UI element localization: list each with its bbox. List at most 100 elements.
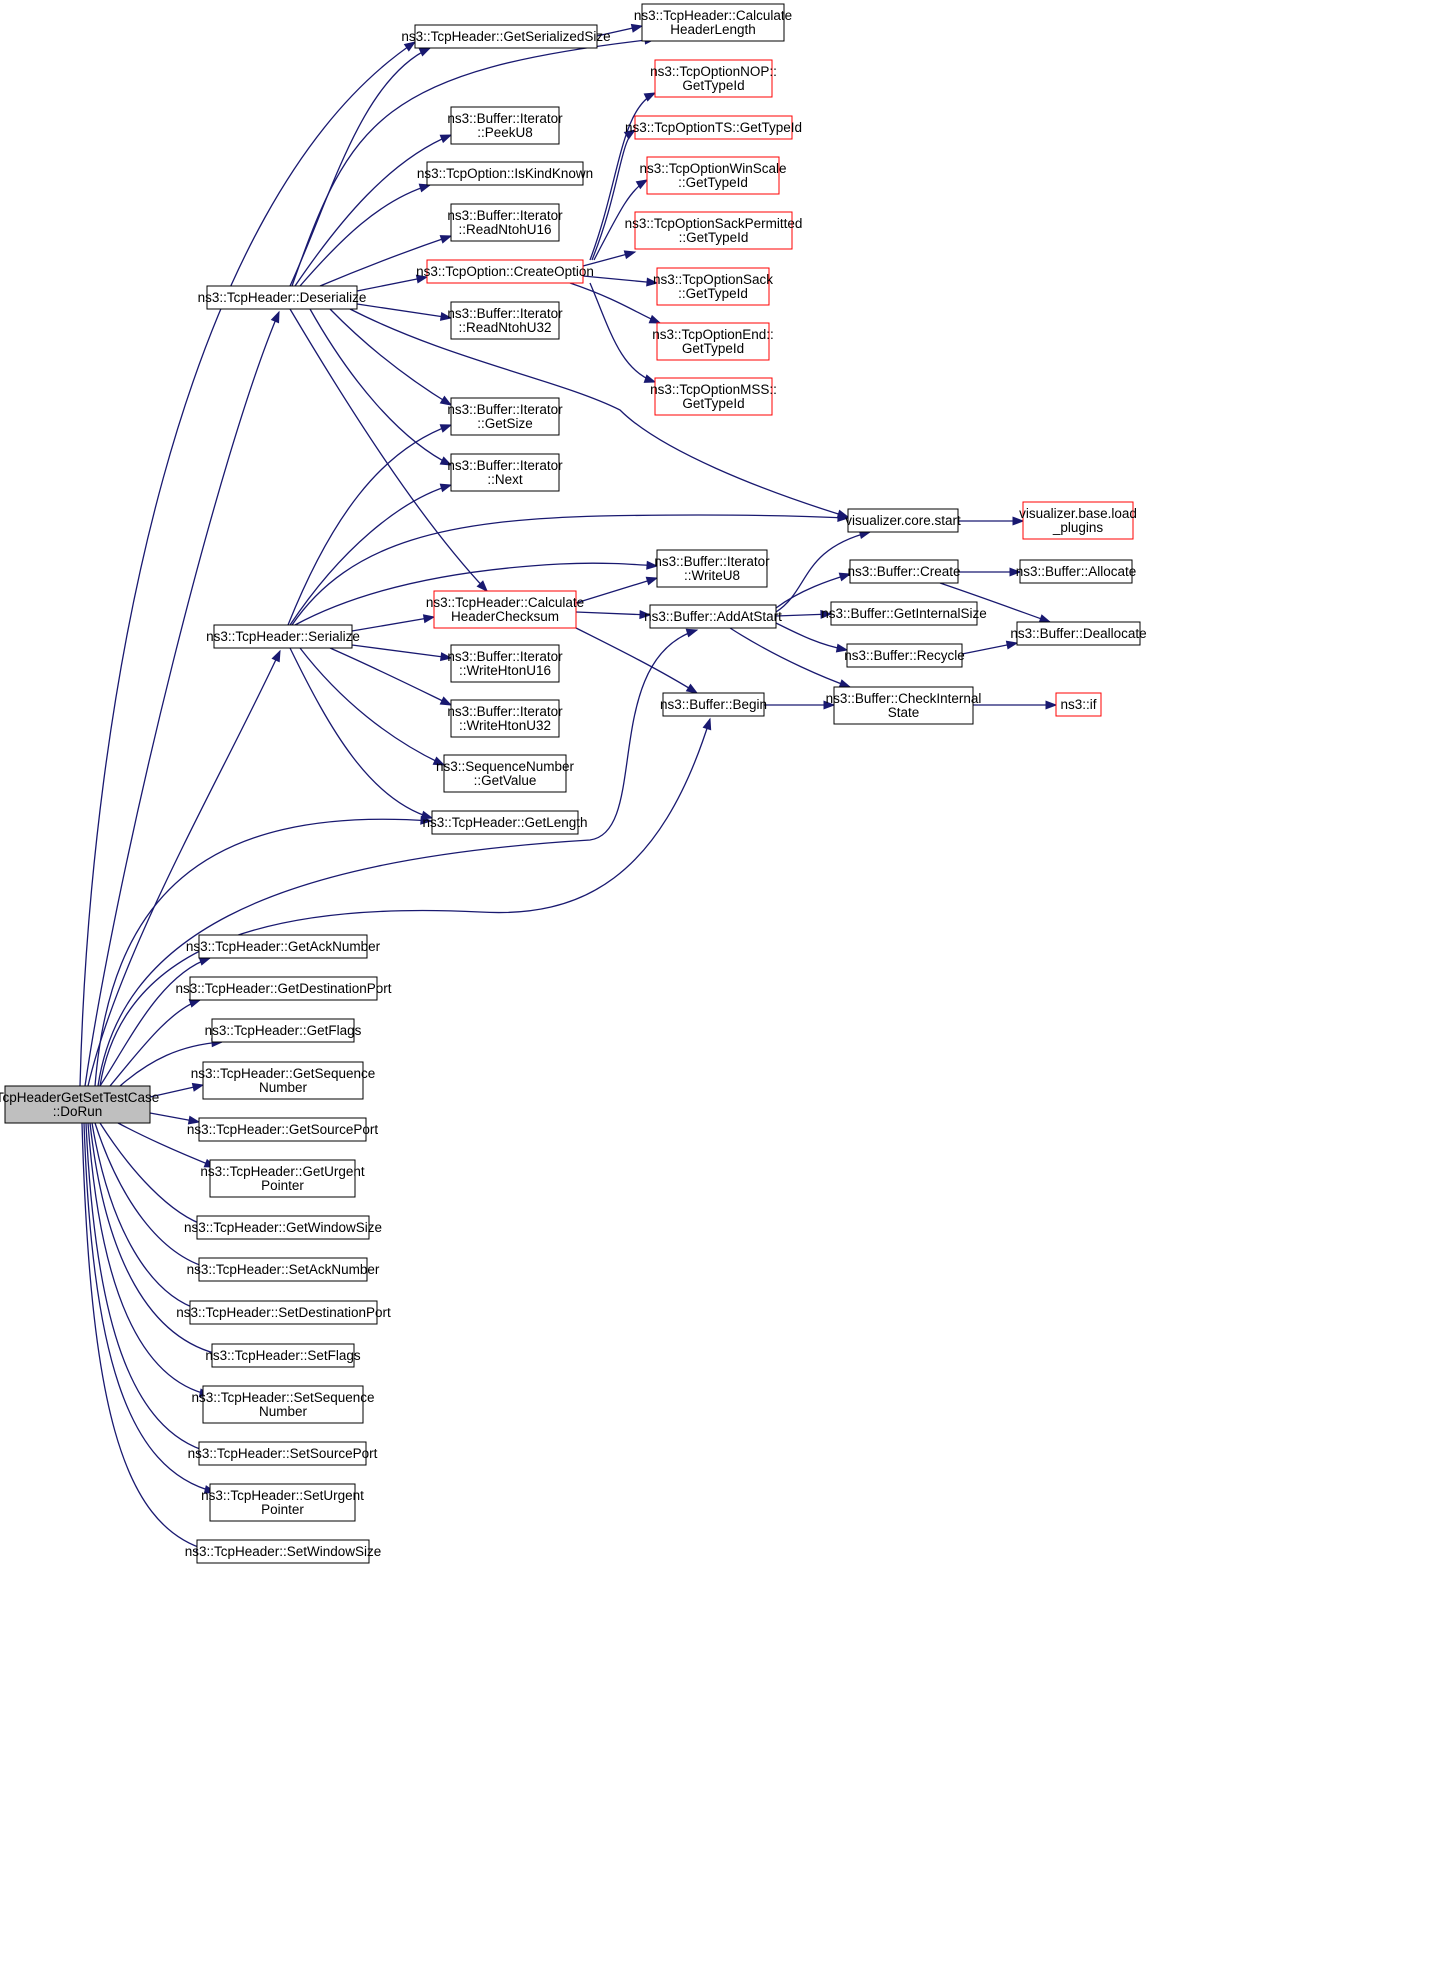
node-writeHtonU16[interactable]: ns3::Buffer::Iterator::WriteHtonU16 bbox=[447, 644, 563, 683]
node-box[interactable] bbox=[450, 397, 560, 436]
node-readNtohU16[interactable]: ns3::Buffer::Iterator::ReadNtohU16 bbox=[447, 203, 563, 242]
node-getSourcePort[interactable]: ns3::TcpHeader::GetSourcePort bbox=[187, 1117, 379, 1142]
node-endTypeId[interactable]: ns3::TcpOptionEnd::GetTypeId bbox=[652, 322, 774, 361]
node-box[interactable] bbox=[646, 156, 780, 195]
node-box[interactable] bbox=[1055, 692, 1102, 717]
node-box[interactable] bbox=[656, 267, 770, 306]
node-writeHtonU32[interactable]: ns3::Buffer::Iterator::WriteHtonU32 bbox=[447, 699, 563, 738]
node-box[interactable] bbox=[641, 3, 785, 42]
node-box[interactable] bbox=[654, 377, 773, 416]
node-box[interactable] bbox=[213, 624, 353, 649]
node-box[interactable] bbox=[426, 259, 584, 284]
node-box[interactable] bbox=[1022, 501, 1134, 540]
node-isKindKnown[interactable]: ns3::TcpOption::IsKindKnown bbox=[417, 161, 593, 186]
node-box[interactable] bbox=[189, 1300, 378, 1325]
node-box[interactable] bbox=[450, 203, 560, 242]
node-deallocate[interactable]: ns3::Buffer::Deallocate bbox=[1010, 621, 1147, 646]
node-setSourcePort[interactable]: ns3::TcpHeader::SetSourcePort bbox=[188, 1441, 378, 1466]
node-readNtohU32[interactable]: ns3::Buffer::Iterator::ReadNtohU32 bbox=[447, 301, 563, 340]
node-winScaleTypeId[interactable]: ns3::TcpOptionWinScale::GetTypeId bbox=[639, 156, 787, 195]
node-box[interactable] bbox=[634, 115, 793, 140]
node-box[interactable] bbox=[433, 590, 577, 629]
node-serialize[interactable]: ns3::TcpHeader::Serialize bbox=[206, 624, 360, 649]
node-getLength[interactable]: ns3::TcpHeader::GetLength bbox=[422, 810, 588, 835]
node-begin[interactable]: ns3::Buffer::Begin bbox=[660, 692, 767, 717]
node-deserialize[interactable]: ns3::TcpHeader::Deserialize bbox=[198, 285, 367, 310]
node-box[interactable] bbox=[450, 301, 560, 340]
node-sackTypeId[interactable]: ns3::TcpOptionSack::GetTypeId bbox=[653, 267, 773, 306]
node-box[interactable] bbox=[198, 934, 368, 959]
node-box[interactable] bbox=[634, 211, 793, 250]
node-vizLoadPlugins[interactable]: visualizer.base.load_plugins bbox=[1019, 501, 1137, 540]
node-root[interactable]: TcpHeaderGetSetTestCase::DoRun bbox=[0, 1085, 159, 1124]
node-getDestPort[interactable]: ns3::TcpHeader::GetDestinationPort bbox=[175, 976, 392, 1001]
node-box[interactable] bbox=[196, 1215, 370, 1240]
node-getSize[interactable]: ns3::Buffer::Iterator::GetSize bbox=[447, 397, 563, 436]
node-box[interactable] bbox=[847, 508, 959, 533]
node-box[interactable] bbox=[209, 1159, 356, 1198]
node-addAtStart[interactable]: ns3::Buffer::AddAtStart bbox=[644, 604, 782, 629]
node-box[interactable] bbox=[830, 601, 978, 626]
node-recycle[interactable]: ns3::Buffer::Recycle bbox=[844, 643, 965, 668]
node-setFlags[interactable]: ns3::TcpHeader::SetFlags bbox=[205, 1343, 361, 1368]
node-box[interactable] bbox=[846, 643, 963, 668]
node-box[interactable] bbox=[450, 106, 560, 145]
node-sackPermTypeId[interactable]: ns3::TcpOptionSackPermitted::GetTypeId bbox=[625, 211, 803, 250]
node-box[interactable] bbox=[662, 692, 765, 717]
node-vizStart[interactable]: visualizer.core.start bbox=[845, 508, 961, 533]
node-box[interactable] bbox=[198, 1257, 368, 1282]
node-box[interactable] bbox=[654, 59, 773, 98]
node-getInternalSize[interactable]: ns3::Buffer::GetInternalSize bbox=[821, 601, 987, 626]
node-box[interactable] bbox=[206, 285, 358, 310]
node-box[interactable] bbox=[202, 1061, 364, 1100]
node-tsTypeId[interactable]: ns3::TcpOptionTS::GetTypeId bbox=[625, 115, 802, 140]
node-createOption[interactable]: ns3::TcpOption::CreateOption bbox=[416, 259, 594, 284]
node-box[interactable] bbox=[450, 453, 560, 492]
node-seqGetValue[interactable]: ns3::SequenceNumber::GetValue bbox=[436, 754, 575, 793]
node-box[interactable] bbox=[443, 754, 567, 793]
node-box[interactable] bbox=[450, 644, 560, 683]
node-nsIf[interactable]: ns3::if bbox=[1055, 692, 1102, 717]
node-box[interactable] bbox=[1016, 621, 1141, 646]
node-box[interactable] bbox=[211, 1343, 355, 1368]
node-setDestPort[interactable]: ns3::TcpHeader::SetDestinationPort bbox=[176, 1300, 391, 1325]
node-writeU8[interactable]: ns3::Buffer::Iterator::WriteU8 bbox=[654, 549, 770, 588]
node-box[interactable] bbox=[198, 1441, 367, 1466]
node-box[interactable] bbox=[414, 24, 598, 49]
node-next[interactable]: ns3::Buffer::Iterator::Next bbox=[447, 453, 563, 492]
node-box[interactable] bbox=[426, 161, 584, 186]
node-box[interactable] bbox=[211, 1018, 355, 1043]
node-box[interactable] bbox=[431, 810, 579, 835]
node-box[interactable] bbox=[202, 1385, 364, 1424]
node-box[interactable] bbox=[649, 604, 777, 629]
node-getAckNumber[interactable]: ns3::TcpHeader::GetAckNumber bbox=[186, 934, 381, 959]
node-bufAllocate[interactable]: ns3::Buffer::Allocate bbox=[1016, 559, 1137, 584]
node-box[interactable] bbox=[656, 549, 768, 588]
node-box[interactable] bbox=[450, 699, 560, 738]
node-box[interactable] bbox=[833, 686, 974, 725]
node-setAckNumber[interactable]: ns3::TcpHeader::SetAckNumber bbox=[187, 1257, 380, 1282]
node-box[interactable] bbox=[849, 559, 959, 584]
node-box[interactable] bbox=[209, 1483, 356, 1522]
node-setWindowSize[interactable]: ns3::TcpHeader::SetWindowSize bbox=[185, 1539, 382, 1564]
node-box[interactable] bbox=[656, 322, 770, 361]
node-bufCreate[interactable]: ns3::Buffer::Create bbox=[847, 559, 961, 584]
node-box[interactable] bbox=[1019, 559, 1133, 584]
node-box[interactable] bbox=[196, 1539, 370, 1564]
node-box[interactable] bbox=[4, 1085, 151, 1124]
node-box[interactable] bbox=[189, 976, 378, 1001]
node-getSerializedSize[interactable]: ns3::TcpHeader::GetSerializedSize bbox=[401, 24, 611, 49]
node-getFlags[interactable]: ns3::TcpHeader::GetFlags bbox=[205, 1018, 362, 1043]
node-getWindowSize[interactable]: ns3::TcpHeader::GetWindowSize bbox=[184, 1215, 382, 1240]
node-box[interactable] bbox=[198, 1117, 367, 1142]
node-peekU8[interactable]: ns3::Buffer::Iterator::PeekU8 bbox=[447, 106, 563, 145]
node-nopTypeId[interactable]: ns3::TcpOptionNOP::GetTypeId bbox=[650, 59, 777, 98]
node-mssTypeId[interactable]: ns3::TcpOptionMSS::GetTypeId bbox=[650, 377, 777, 416]
